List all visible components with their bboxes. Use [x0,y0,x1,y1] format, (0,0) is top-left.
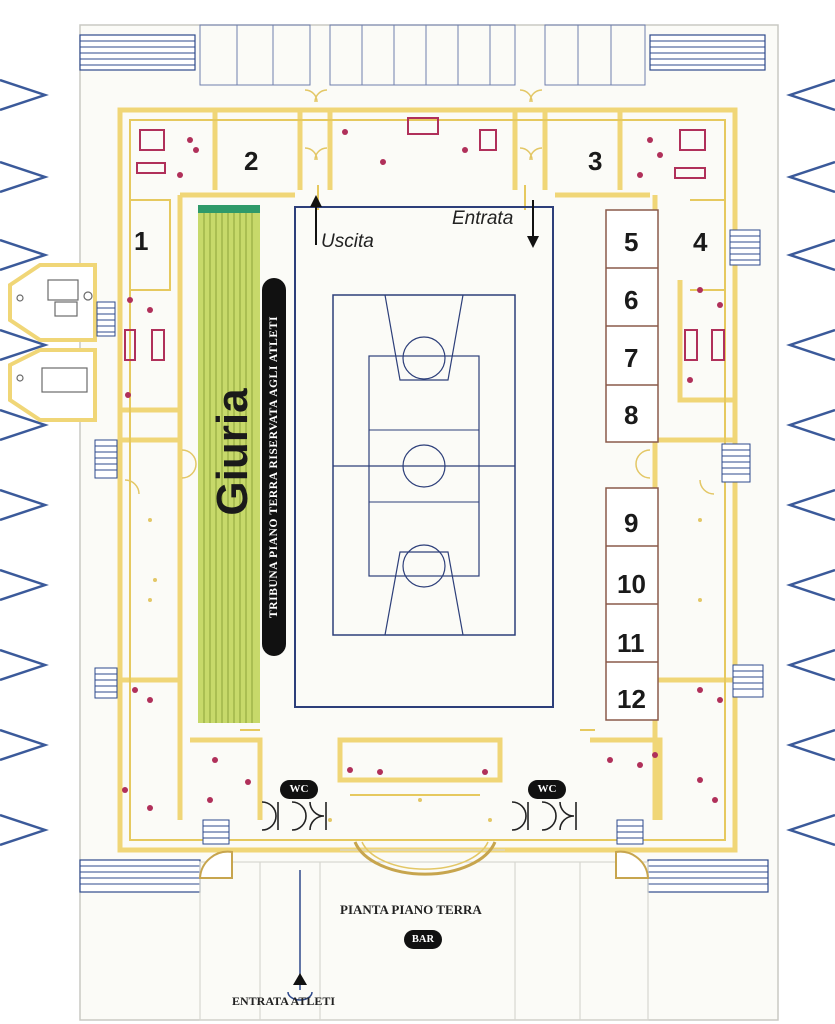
room-label-11: 11 [617,628,645,658]
small-stairs-bottom [202,819,644,845]
wc-doors [261,801,577,831]
seating-rows [203,205,253,723]
fixtures [124,117,725,361]
bar-counter-arc [353,841,497,876]
entrata-label: Entrata [452,208,514,229]
room-label-3: 3 [588,146,603,176]
bottom-key-circle [402,544,446,588]
top-bays [199,24,646,86]
room-label-12: 12 [617,684,646,714]
right-rooms [605,209,659,721]
doors [124,89,715,495]
athletes-arrow [293,973,307,985]
wc-label-left: WC [289,783,309,795]
stair-hatching [80,40,768,885]
uscita-arrow-head [310,195,322,207]
wc-badge-left: WC [280,780,318,799]
entrata-atleti-label: ENTRATA ATLETI [232,994,336,1008]
wc-label-right: WC [537,783,557,795]
bottom-key [384,551,464,636]
bar-counter-arc-inner [361,841,489,870]
uscita-label: Uscita [321,231,374,252]
tribuna-label: TRIBUNA PIANO TERRA RISERVATA AGLI ATLET… [268,315,280,619]
corner-stairs [198,850,650,879]
fixture-dots [122,129,723,811]
building-shell [79,24,779,1021]
left-trusses [0,78,49,847]
playing-area-boundary [294,206,554,708]
right-trusses [786,78,835,847]
bollard-dots [148,518,702,822]
center-circle [402,444,446,488]
yellow-walls [117,107,738,853]
tribuna-badge: TRIBUNA PIANO TERRA RISERVATA AGLI ATLET… [262,278,286,656]
room-label-6: 6 [624,285,639,315]
entrata-arrow-head [527,236,539,248]
seating-top-edge [198,205,260,213]
room-label-9: 9 [624,508,639,538]
pianta-label: PIANTA PIANO TERRA [340,902,482,917]
room-label-10: 10 [617,569,646,599]
athletes-arc [287,991,313,1001]
top-key [384,294,464,381]
bar-label: BAR [411,934,435,945]
top-key-circle [402,336,446,380]
tribuna-seating [198,205,260,723]
room-label-1: 1 [134,226,149,256]
entrance-area [199,849,649,1021]
basketball-court [332,294,516,636]
room-label-2: 2 [244,146,259,176]
room-label-8: 8 [624,400,639,430]
wc-badge-right: WC [528,780,566,799]
bar-badge: BAR [404,930,442,949]
room-label-7: 7 [624,343,639,373]
annex-details [16,279,93,393]
giuria-label: Giuria [208,388,257,516]
room-label-4: 4 [693,227,708,257]
left-stairs [94,229,764,699]
room-label-5: 5 [624,227,639,257]
